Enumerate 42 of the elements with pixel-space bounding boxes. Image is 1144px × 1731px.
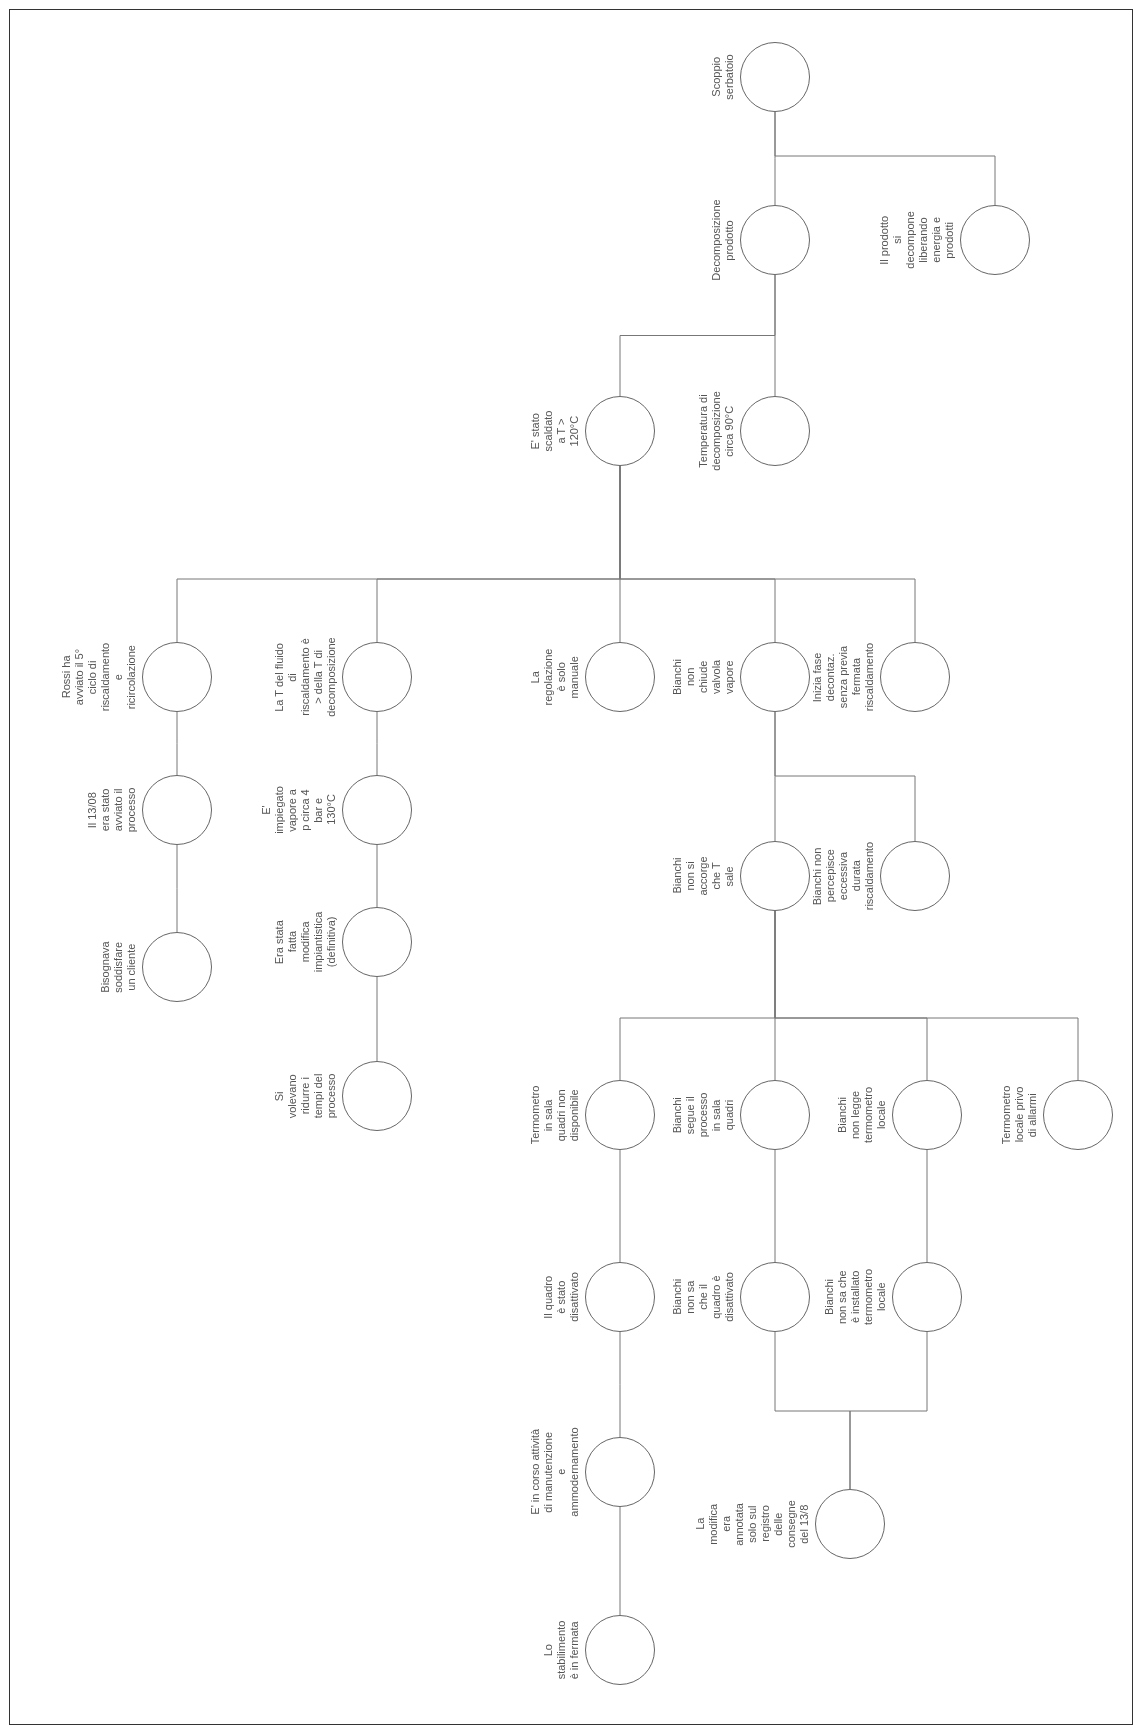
event-label: Termometro in sala quadri non disponibile <box>529 1085 581 1145</box>
connector-line <box>774 711 916 842</box>
connector-line <box>926 1149 928 1263</box>
event-label: E' impiegato vapore a p circa 4 bar e 130°C <box>260 786 338 834</box>
connector-line <box>774 111 996 206</box>
connector-line <box>376 844 378 908</box>
event-label: La regolazione è solo manuale <box>529 648 581 706</box>
event-label: Bianchi non sa che è installato termometro locale <box>823 1268 888 1326</box>
event-label: E' in corso attività di manutenzione e ammodernamento <box>529 1427 581 1517</box>
event-label: Temperatura di decomposizione circa 90°C <box>697 391 736 471</box>
connector-line <box>849 1331 928 1490</box>
event-label: Decomposizione prodotto <box>710 199 736 281</box>
connector-line <box>774 1149 776 1263</box>
event-label: Bianchi non percepisce eccessiva durata riscaldamento <box>811 841 876 911</box>
event-label: Il 13/08 era stato avviato il processo <box>86 787 138 833</box>
connector-line <box>176 844 178 933</box>
connector-line <box>176 711 178 776</box>
event-label: Scoppio serbatoio <box>710 54 736 100</box>
connector-line <box>774 910 1079 1081</box>
event-label: Lo stabilimento è in fermata <box>542 1620 581 1680</box>
event-label: Bisognava soddisfare un cliente <box>99 941 138 993</box>
event-label: Bianchi non si accorge che T sale <box>671 856 736 896</box>
event-label: Bianchi non chiude valvola vapore <box>671 658 736 696</box>
event-label: Il quadro è stato disattivato <box>542 1272 581 1322</box>
event-label: Bianchi non legge termometro locale <box>836 1086 888 1144</box>
connector-line <box>619 1149 621 1263</box>
event-label: La T del fluido di riscaldamento è > della T di decomposizione <box>273 637 338 717</box>
event-label: La modifica era annotata solo sul registro delle consegne del 13/8 <box>694 1500 811 1548</box>
connector-line <box>774 274 776 397</box>
connector-line <box>376 976 378 1062</box>
connector-line <box>376 711 378 776</box>
event-label: Rossi ha avviato il 5° ciclo di riscaldamento e ricircolazione <box>60 642 138 712</box>
event-label: Bianchi non sa che il quadro è disattivato <box>671 1272 736 1322</box>
connector-line <box>619 1506 621 1616</box>
connector-line <box>619 1331 621 1438</box>
event-label: Il prodotto si decompone liberando energia e prodotti <box>878 211 956 269</box>
event-label: Termometro locale privo di allarmi <box>1000 1085 1039 1145</box>
event-label: Era stata fatta modifica impiantistica (definitiva) <box>273 911 338 973</box>
event-label: Inizia fase decontaz. senza previa fermata riscaldamento <box>811 642 876 712</box>
event-label: Si volevano ridurre i tempi del processo <box>273 1073 338 1119</box>
event-label: Bianchi segue il processo in sala quadri <box>671 1092 736 1138</box>
event-label: E' stato scaldato a T > 120°C <box>529 410 581 452</box>
